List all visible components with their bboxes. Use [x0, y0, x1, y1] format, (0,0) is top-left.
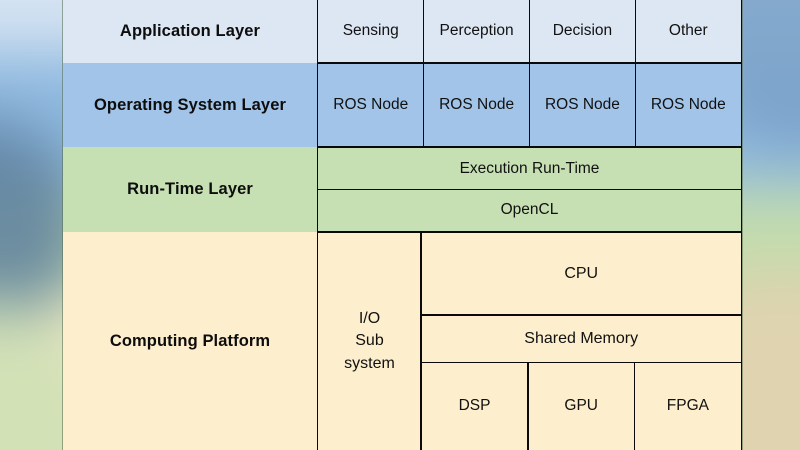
app-cell-perception[interactable]: Perception	[422, 0, 531, 63]
platform-cell-dsp[interactable]: DSP	[420, 361, 529, 450]
application-cells: Sensing Perception Decision Other	[317, 0, 743, 63]
run-time-cell-execution-run-time[interactable]: Execution Run-Time	[317, 147, 742, 191]
app-cell-sensing[interactable]: Sensing	[317, 0, 425, 63]
layer-label-run-time: Run-Time Layer	[127, 180, 253, 198]
layer-row-operating-system: Operating System Layer ROS Node ROS Node…	[63, 63, 743, 147]
layer-label-application: Application Layer	[119, 22, 261, 40]
io-line-1: I/O	[358, 310, 381, 328]
platform-hardware-column: CPU Shared Memory DSP GPU FPGA	[420, 232, 743, 450]
platform-cell-cpu[interactable]: CPU	[420, 232, 742, 316]
app-cell-other[interactable]: Other	[634, 0, 743, 63]
platform-cell-io-subsystem[interactable]: I/O Sub system	[317, 232, 422, 450]
layer-label-computing-platform: Computing Platform	[109, 331, 271, 350]
architecture-diagram: Application Layer Sensing Perception Dec…	[62, 0, 743, 450]
io-line-3: system	[344, 354, 395, 372]
app-cell-decision[interactable]: Decision	[528, 0, 637, 63]
platform-accelerator-row: DSP GPU FPGA	[420, 361, 743, 450]
io-subsystem-label-lines: I/O Sub system	[344, 308, 395, 374]
run-time-cells: Execution Run-Time OpenCL	[317, 147, 742, 232]
os-cell-ros-node-2[interactable]: ROS Node	[422, 63, 531, 147]
os-cell-ros-node-1[interactable]: ROS Node	[317, 63, 425, 147]
layer-row-run-time: Run-Time Layer Execution Run-Time OpenCL	[63, 147, 742, 232]
platform-cell-shared-memory[interactable]: Shared Memory	[420, 314, 742, 364]
run-time-cell-opencl[interactable]: OpenCL	[317, 188, 742, 232]
os-cells: ROS Node ROS Node ROS Node ROS Node	[317, 63, 743, 147]
os-cell-ros-node-4[interactable]: ROS Node	[634, 63, 743, 147]
os-cell-ros-node-3[interactable]: ROS Node	[528, 63, 637, 147]
layer-row-application: Application Layer Sensing Perception Dec…	[63, 0, 743, 63]
io-line-2: Sub	[355, 332, 384, 350]
platform-cell-fpga[interactable]: FPGA	[633, 361, 743, 450]
layer-row-computing-platform: Computing Platform I/O Sub system CPU Sh…	[63, 232, 743, 450]
layer-label-operating-system: Operating System Layer	[93, 95, 287, 114]
platform-cell-gpu[interactable]: GPU	[527, 361, 636, 450]
